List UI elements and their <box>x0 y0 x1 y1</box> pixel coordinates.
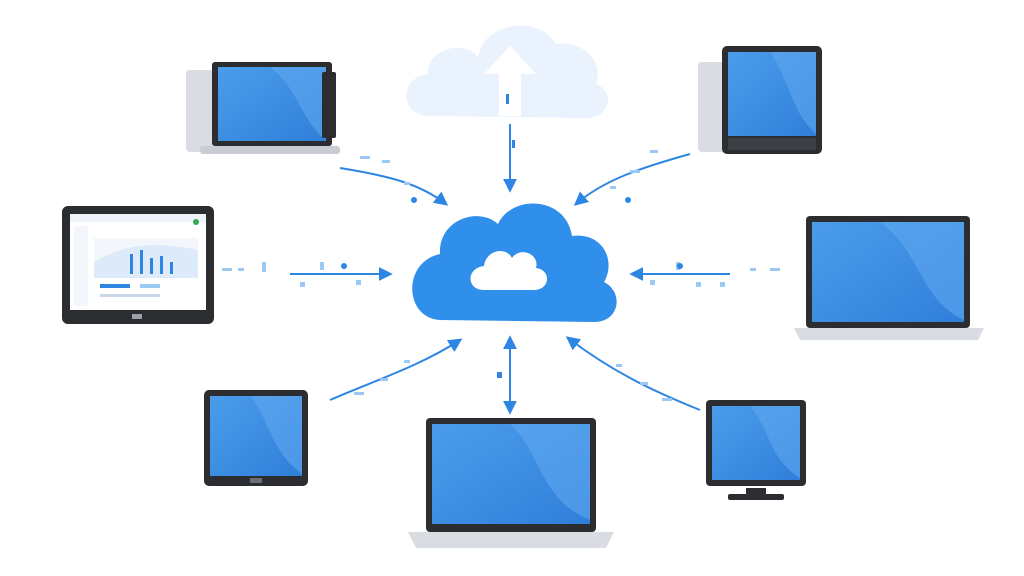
arrow-tablet-top-right <box>573 153 691 206</box>
laptop-bottom-center <box>408 418 614 548</box>
monitor-bottom-right <box>706 400 806 500</box>
tablet-bottom-left <box>204 390 308 486</box>
arrow-tablet-bottom-left <box>329 338 463 401</box>
tablet-with-dashboard-left <box>62 206 214 324</box>
data-particles <box>222 94 780 401</box>
laptop-right <box>794 216 984 340</box>
sync-arrows <box>290 124 730 415</box>
arrow-monitor-bottom-right <box>565 336 701 411</box>
arrow-laptop-top-left <box>339 167 449 206</box>
tablet-top-right <box>698 46 822 154</box>
cloud-upload-icon <box>406 25 609 119</box>
cloud-icon <box>412 203 617 322</box>
laptop-top-left <box>186 62 340 154</box>
